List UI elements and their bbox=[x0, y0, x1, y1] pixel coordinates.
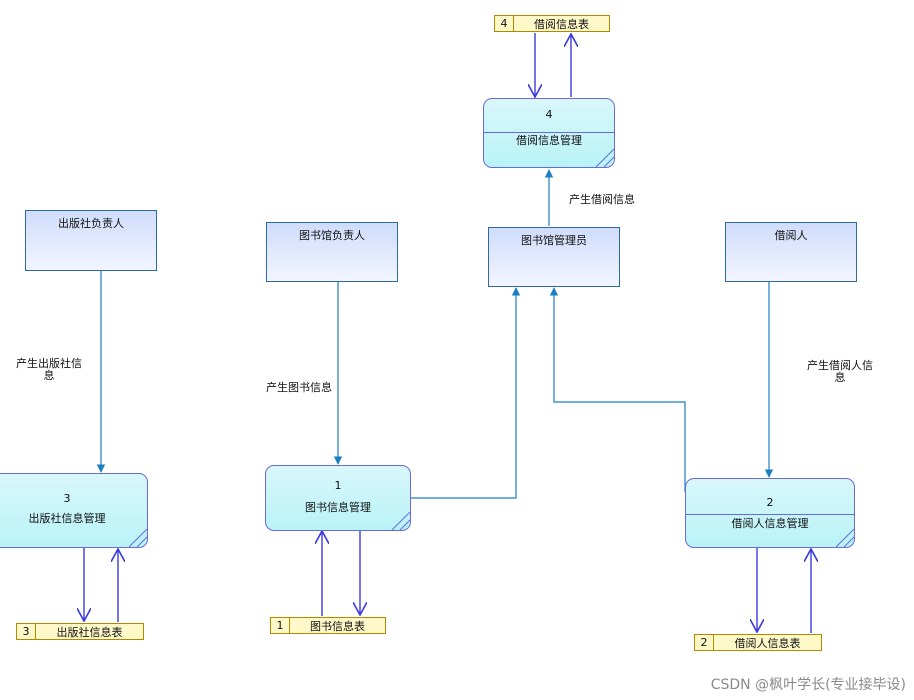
process-3-corner bbox=[129, 529, 147, 547]
store-1-name: 图书信息表 bbox=[310, 619, 365, 633]
entity-library-head: 图书馆负责人 bbox=[266, 222, 398, 282]
flow-p1-to-librarian bbox=[411, 287, 521, 499]
flow-label-book: 产生图书信息 bbox=[266, 381, 332, 394]
process-1-name: 图书信息管理 bbox=[305, 501, 371, 514]
process-1-id: 1 bbox=[334, 479, 342, 492]
store-1-id: 1 bbox=[271, 618, 290, 633]
process-4-name: 借阅信息管理 bbox=[516, 134, 582, 147]
process-3-name: 出版社信息管理 bbox=[28, 512, 106, 525]
store-3-name: 出版社信息表 bbox=[56, 625, 123, 639]
store-2: 2 借阅人信息表 bbox=[694, 634, 822, 651]
entity-borrower-label: 借阅人 bbox=[774, 229, 808, 242]
entity-publisher-head-label: 出版社负责人 bbox=[58, 217, 124, 230]
entity-librarian: 图书馆管理员 bbox=[488, 227, 620, 287]
process-3-id: 3 bbox=[63, 492, 71, 505]
flow-label-borrow: 产生借阅信息 bbox=[569, 193, 635, 206]
process-2-corner bbox=[836, 529, 854, 547]
process-4-id: 4 bbox=[545, 108, 553, 121]
entity-borrower: 借阅人 bbox=[725, 222, 857, 282]
process-2-name: 借阅人信息管理 bbox=[731, 517, 809, 530]
process-1-corner bbox=[392, 512, 410, 530]
process-2-id: 2 bbox=[766, 496, 774, 509]
process-2-divider bbox=[686, 514, 854, 515]
process-2: 2 借阅人信息管理 bbox=[685, 478, 855, 548]
store-1: 1 图书信息表 bbox=[270, 617, 386, 634]
entity-librarian-label: 图书馆管理员 bbox=[521, 234, 587, 247]
process-4-divider bbox=[484, 132, 614, 133]
entity-library-head-label: 图书馆负责人 bbox=[299, 229, 365, 242]
entity-publisher-head: 出版社负责人 bbox=[25, 210, 157, 271]
flow-label-publisher: 产生出版社信 息 bbox=[16, 357, 82, 382]
process-4: 4 借阅信息管理 bbox=[483, 98, 615, 168]
store-2-id: 2 bbox=[695, 635, 714, 650]
flow-label-borrower: 产生借阅人信 息 bbox=[807, 359, 873, 384]
flow-p2-to-librarian bbox=[549, 287, 686, 492]
store-2-name: 借阅人信息表 bbox=[734, 636, 801, 650]
store-4-name: 借阅信息表 bbox=[534, 17, 589, 31]
store-4-id: 4 bbox=[495, 16, 514, 31]
process-3: 3 出版社信息管理 bbox=[0, 473, 148, 548]
process-1: 1 图书信息管理 bbox=[265, 465, 411, 531]
store-4: 4 借阅信息表 bbox=[494, 15, 610, 32]
store-3: 3 出版社信息表 bbox=[16, 623, 144, 640]
store-3-id: 3 bbox=[17, 624, 36, 639]
process-4-corner bbox=[596, 149, 614, 167]
watermark: CSDN @枫叶学长(专业接毕设) bbox=[710, 677, 906, 693]
